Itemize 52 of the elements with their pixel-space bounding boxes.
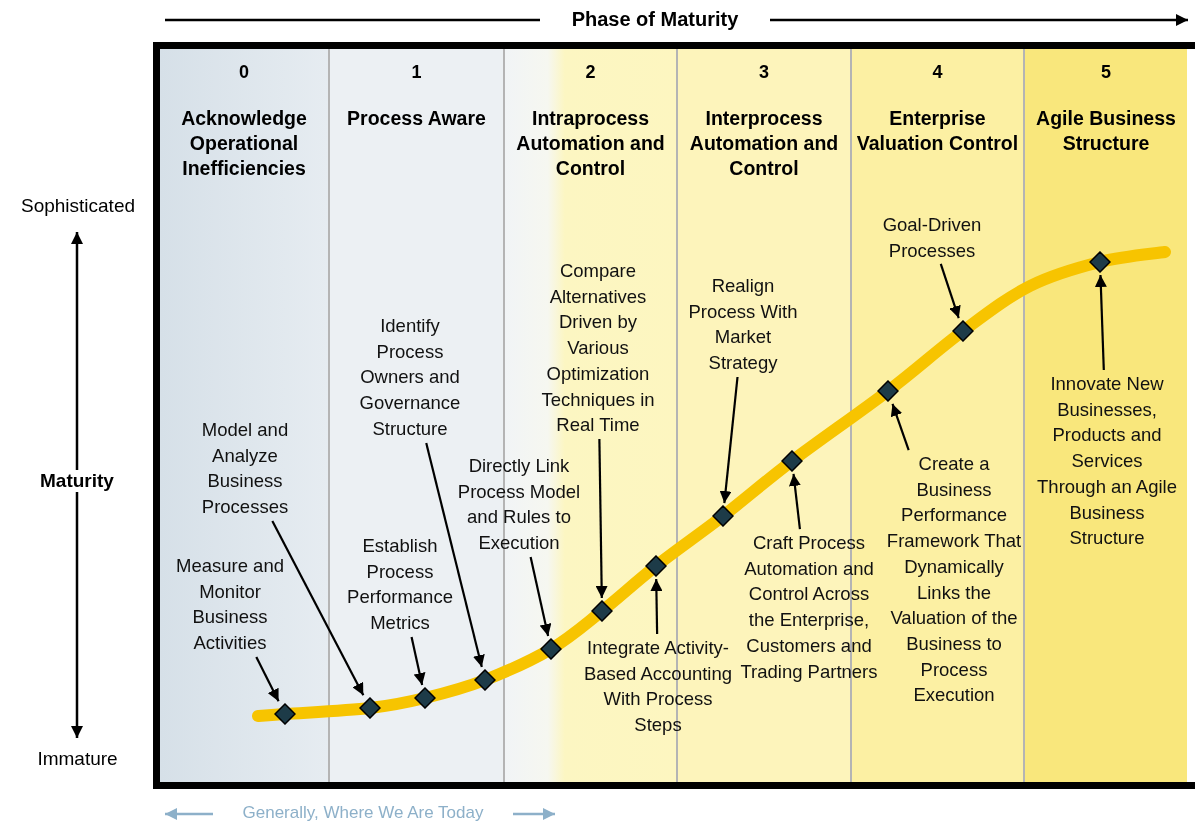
callout-text: Craft Process Automation and Control Across the Enterprise, Customers and Trading Partners xyxy=(737,530,881,685)
diamond-marker xyxy=(712,505,734,527)
diamond-marker xyxy=(359,697,381,719)
phase-number: 2 xyxy=(584,62,597,83)
phase-number: 4 xyxy=(931,62,944,83)
axis-label: Sophisticated xyxy=(19,195,137,217)
axis-label: Immature xyxy=(36,748,119,770)
arrow xyxy=(425,442,485,668)
phase-title: Acknowledge Operational Inefficiencies xyxy=(180,106,308,181)
arrow xyxy=(788,473,801,530)
phase-title: Interprocess Automation and Control xyxy=(688,106,840,181)
arrow xyxy=(890,403,910,451)
diamond-marker xyxy=(591,600,613,622)
arrow xyxy=(650,579,663,634)
diamond-marker xyxy=(645,555,667,577)
diamond-marker xyxy=(1089,251,1111,273)
diamond-marker xyxy=(952,320,974,342)
callout-text: Compare Alternatives Driven by Various Optimization Techniques in Real Time xyxy=(533,258,663,438)
arrow xyxy=(595,439,608,598)
arrow xyxy=(410,636,426,686)
diamond-marker xyxy=(414,687,436,709)
diamond-marker xyxy=(274,703,296,725)
phase-number: 5 xyxy=(1100,62,1112,83)
arrow xyxy=(939,263,961,319)
diamond-marker xyxy=(781,450,803,472)
axis-title: Phase of Maturity xyxy=(540,8,770,31)
callout-text: Identify Process Owners and Governance Structure xyxy=(345,313,475,442)
callout-text: Model and Analyze Business Processes xyxy=(185,417,305,520)
phase-title: Process Aware xyxy=(346,106,487,131)
arrow xyxy=(1094,274,1107,371)
callout-text: Measure and Monitor Business Activities xyxy=(170,553,290,656)
callout-text: Innovate New Businesses, Products and Services Through an Agile Business Structure xyxy=(1036,371,1178,551)
note-text: Generally, Where We Are Today xyxy=(213,803,513,823)
diamond-marker xyxy=(877,380,899,402)
arrow xyxy=(719,376,739,504)
callout-text: Realign Process With Market Strategy xyxy=(680,273,806,376)
arrow xyxy=(529,556,552,637)
phase-title: Enterprise Valuation Control xyxy=(856,106,1019,156)
callout-text: Goal-Driven Processes xyxy=(870,212,994,264)
phase-column xyxy=(1025,48,1187,782)
callout-text: Create a Business Performance Framework That Dynamically Links the Valuation of the Business to Process Execution xyxy=(886,451,1022,709)
diamond-marker xyxy=(540,638,562,660)
phase-number: 1 xyxy=(410,62,423,83)
phase-title: Intraprocess Automation and Control xyxy=(515,106,666,181)
arrow xyxy=(271,520,365,696)
phase-title: Agile Business Structure xyxy=(1035,106,1177,156)
diamond-marker xyxy=(474,669,496,691)
arrow xyxy=(255,656,280,702)
callout-text: Integrate Activity-Based Accounting With Process Steps xyxy=(583,635,733,738)
phase-number: 3 xyxy=(758,62,770,83)
phase-column xyxy=(160,48,330,782)
phase-number: 0 xyxy=(238,62,250,83)
